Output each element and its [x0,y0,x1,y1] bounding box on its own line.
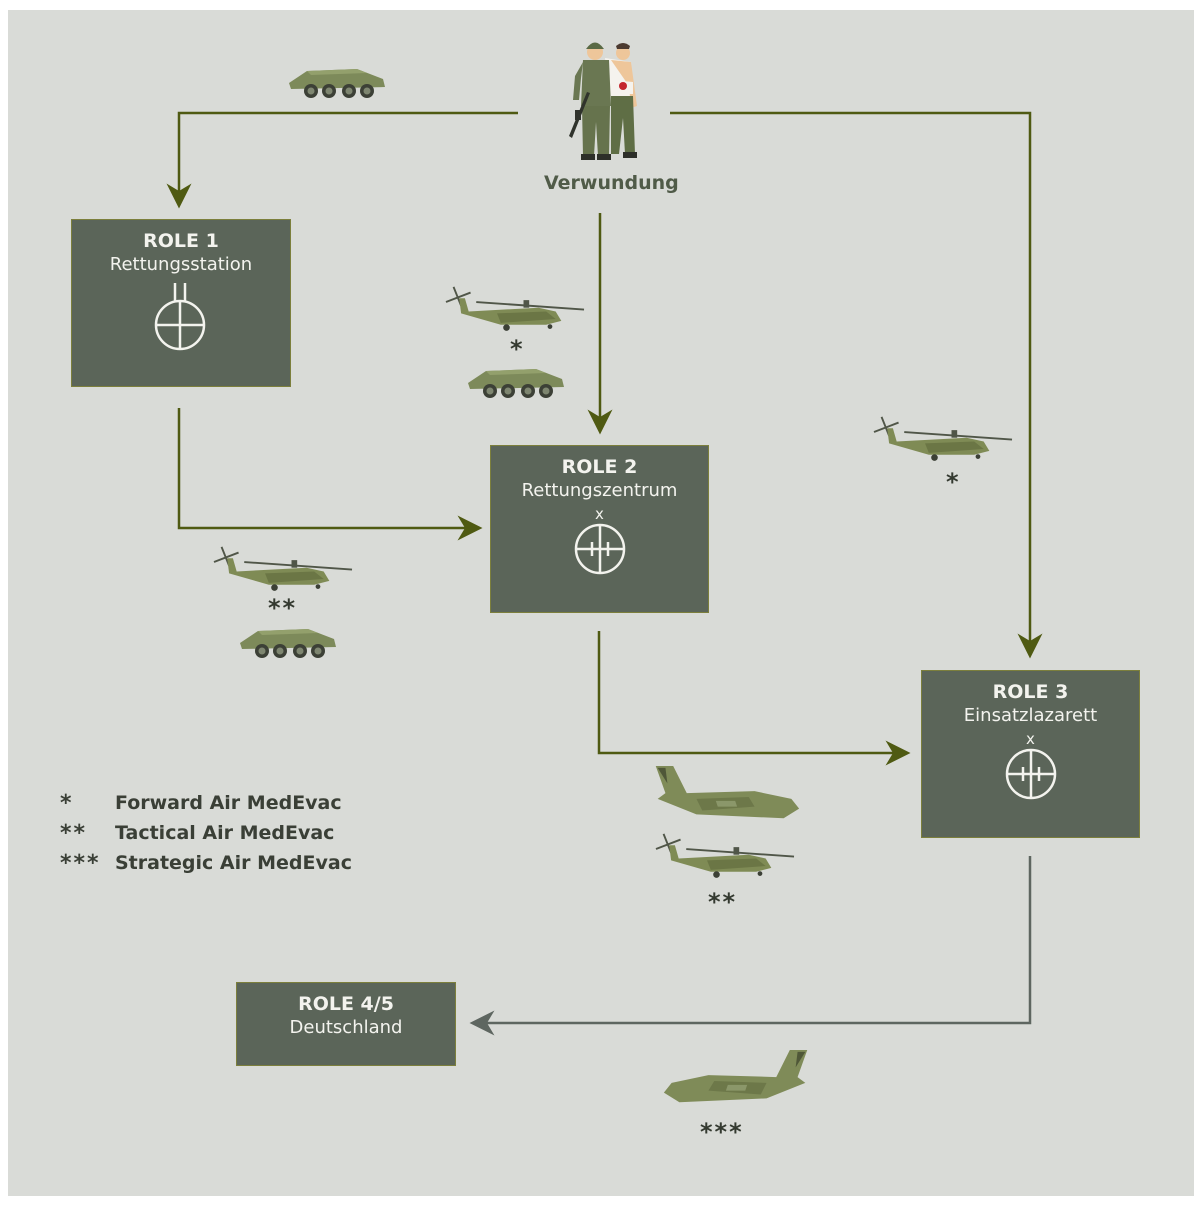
start-label: Verwundung [544,172,679,194]
role45-subtitle: Deutschland [289,1017,403,1038]
role3-subtitle: Einsatzlazarett [963,705,1098,726]
arrow-role3-to-role45 [469,856,1032,1036]
forward-marker: * [946,468,961,496]
legend-text: Forward Air MedEvac [115,792,342,814]
transport-plane-icon [648,764,803,826]
transport-plane-icon [660,1048,815,1110]
arrow-wound-to-role3 [670,111,1043,659]
medevac-chain-diagram: Verwundung ROLE 1 Rettungsstation ROLE 2… [8,10,1194,1196]
tactical-marker: ** [268,594,298,622]
helicopter-icon [872,415,1014,467]
role1-subtitle: Rettungsstation [109,254,253,275]
wounded-soldiers-icon [569,42,637,160]
legend-text: Tactical Air MedEvac [115,822,335,844]
role3-box: ROLE 3 Einsatzlazarett x [921,670,1140,838]
legend-text: Strategic Air MedEvac [115,852,352,874]
legend-symbol: ** [60,820,88,846]
helicopter-icon [212,545,354,597]
role2-title: ROLE 2 [561,456,638,478]
forward-marker: * [510,335,525,363]
role45-title: ROLE 4/5 [298,993,394,1015]
role3-medical-symbol-icon [1005,748,1056,800]
role2-subtitle: Rettungszentrum [521,480,678,501]
legend-item: * Forward Air MedEvac [60,788,352,818]
role1-title: ROLE 1 [143,230,219,252]
arrow-wound-to-role1 [166,111,518,209]
role3-title: ROLE 3 [992,681,1069,703]
legend: * Forward Air MedEvac ** Tactical Air Me… [60,788,352,878]
connectors [166,111,1043,1036]
helicopter-icon [444,285,586,337]
apc-vehicle-icon [287,65,387,99]
tactical-marker: ** [708,888,738,916]
role2-symbol-mark: x [595,505,604,523]
role2-medical-symbol-icon [574,523,625,575]
role45-box: ROLE 4/5 Deutschland [236,982,456,1066]
apc-vehicle-icon [466,365,566,399]
helicopter-icon [654,832,796,884]
legend-symbol: *** [60,850,101,876]
role1-box: ROLE 1 Rettungsstation [71,219,291,387]
legend-symbol: * [60,790,74,816]
legend-item: ** Tactical Air MedEvac [60,818,352,848]
role1-medical-symbol-icon [154,283,206,351]
strategic-marker: *** [700,1118,744,1146]
arrow-role2-to-role3 [597,631,911,766]
apc-vehicle-icon [238,625,338,659]
role3-symbol-mark: x [1026,730,1035,748]
role2-box: ROLE 2 Rettungszentrum x [490,445,709,613]
arrow-role1-to-role2 [177,408,483,541]
legend-item: *** Strategic Air MedEvac [60,848,352,878]
